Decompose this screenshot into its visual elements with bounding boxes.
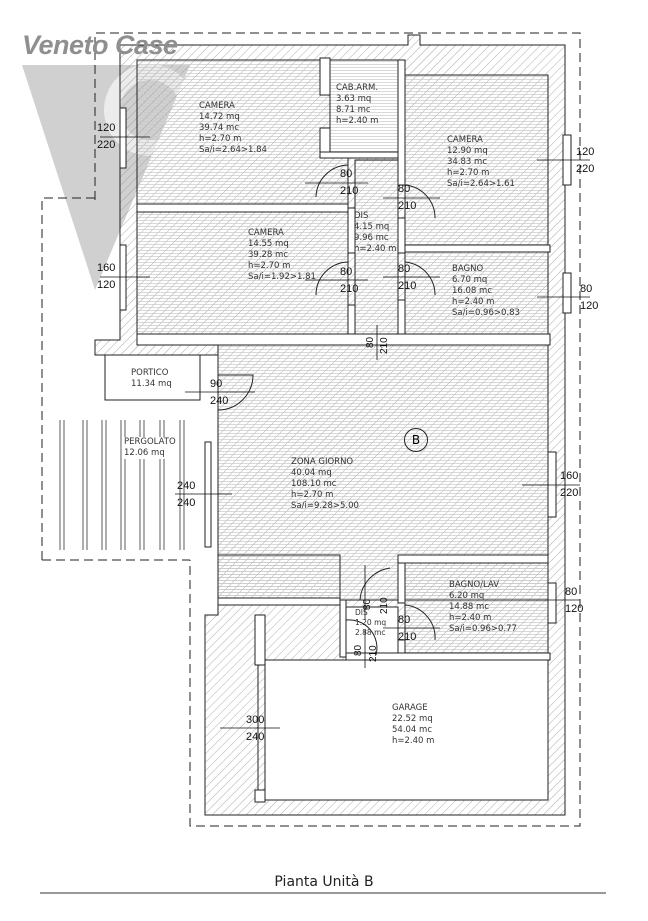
opening-dim: 80 [362,598,373,610]
opening-dim: 210 [368,645,379,662]
opening-dim: 210 [379,337,390,354]
dimension-lines [100,136,590,729]
pergolato-posts [59,420,185,550]
opening-dim: 80 [365,336,376,348]
unit-marker: B [404,428,428,452]
opening-dim: 210 [379,597,390,614]
watermark-logo: Veneto Case [22,30,178,60]
property-boundary [41,32,581,827]
plan-caption: Pianta Unità B [274,874,374,890]
door-swings [217,164,436,656]
interior-walls [136,57,551,803]
opening-dim: 80 [353,644,364,656]
